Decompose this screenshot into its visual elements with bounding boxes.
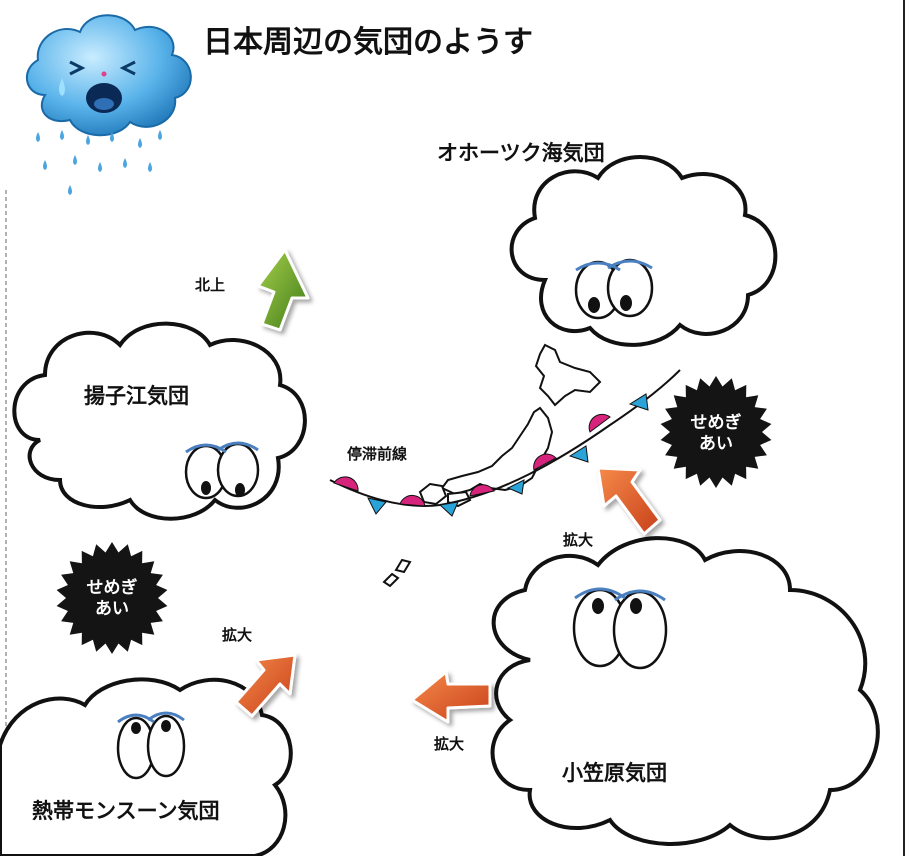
arrow-up-icon (234, 653, 297, 718)
front-label: 停滞前線 (347, 445, 407, 463)
expand-label-2: 拡大 (222, 626, 252, 644)
badge-2-line1: せめぎ (87, 577, 138, 598)
arrow-left-icon (410, 670, 492, 724)
north-label: 北上 (195, 276, 225, 294)
ogasawara-label: 小笠原気団 (562, 761, 667, 785)
cartoon-eyes-icon (116, 711, 186, 780)
tropical-monsoon-air-mass-cloud (0, 677, 293, 856)
crying-rain-cloud-icon (25, 14, 192, 195)
badge-1-line1: せめぎ (691, 412, 742, 433)
ogasawara-air-mass-cloud (490, 536, 880, 846)
arrow-up-icon (596, 466, 662, 536)
arrow-up-icon (256, 248, 310, 332)
badge-2-line2: あい (95, 599, 129, 619)
cartoon-eyes-icon (184, 441, 260, 500)
tropical-monsoon-label: 熱帯モンスーン気団 (32, 799, 220, 823)
okhotsk-air-mass-cloud (509, 155, 778, 347)
japan-map (382, 343, 602, 588)
yangtze-air-mass-cloud (12, 321, 307, 521)
badge-1-line2: あい (699, 434, 733, 454)
yangtze-label: 揚子江気団 (84, 384, 189, 408)
starburst-badge-icon: せめぎ あい (56, 542, 168, 654)
okhotsk-label: オホーツク海気団 (437, 141, 605, 165)
expand-label-1: 拡大 (563, 531, 593, 549)
expand-label-3: 拡大 (434, 735, 464, 753)
page-title: 日本周辺の気団のようす (203, 25, 533, 60)
stationary-front (329, 369, 681, 517)
cartoon-eyes-icon (574, 258, 654, 320)
cartoon-eyes-icon (572, 587, 668, 670)
starburst-badge-icon: せめぎ あい (660, 376, 772, 488)
